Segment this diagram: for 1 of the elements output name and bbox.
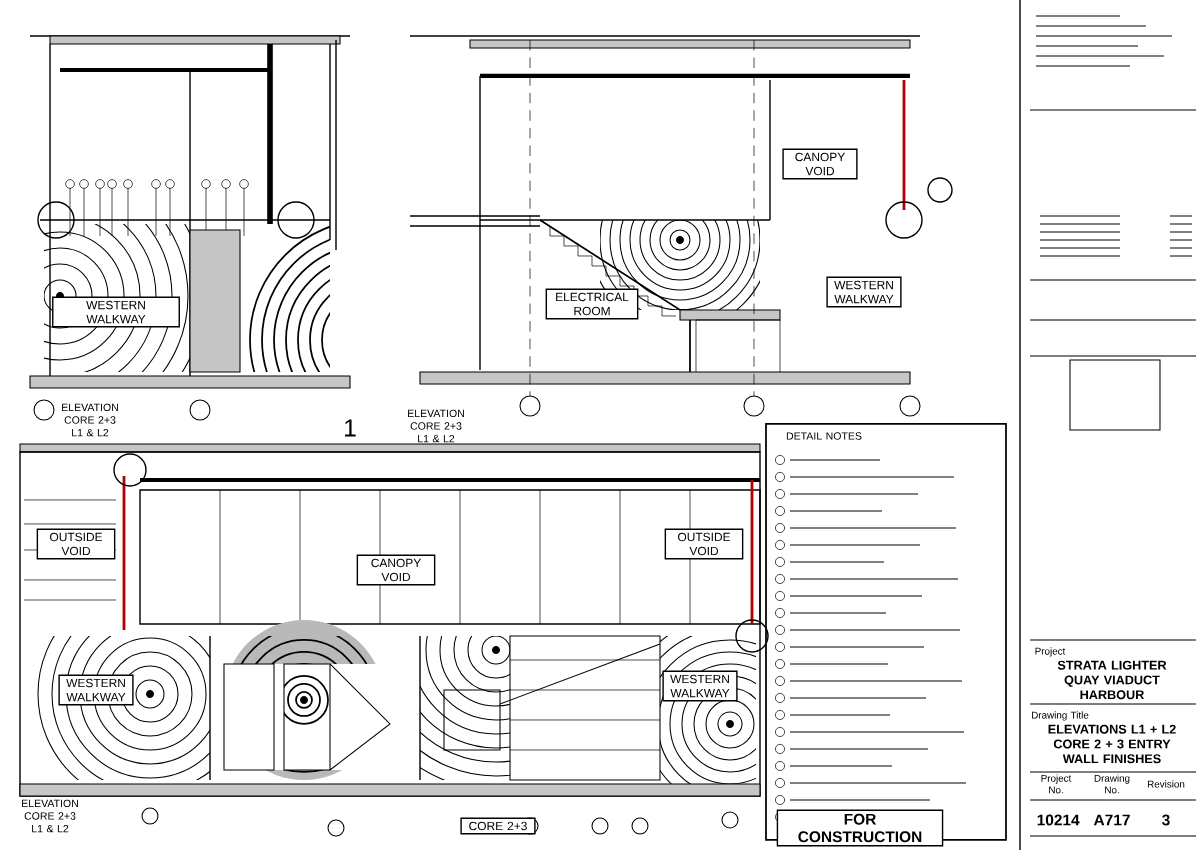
sheet-number: 1 bbox=[345, 419, 356, 437]
